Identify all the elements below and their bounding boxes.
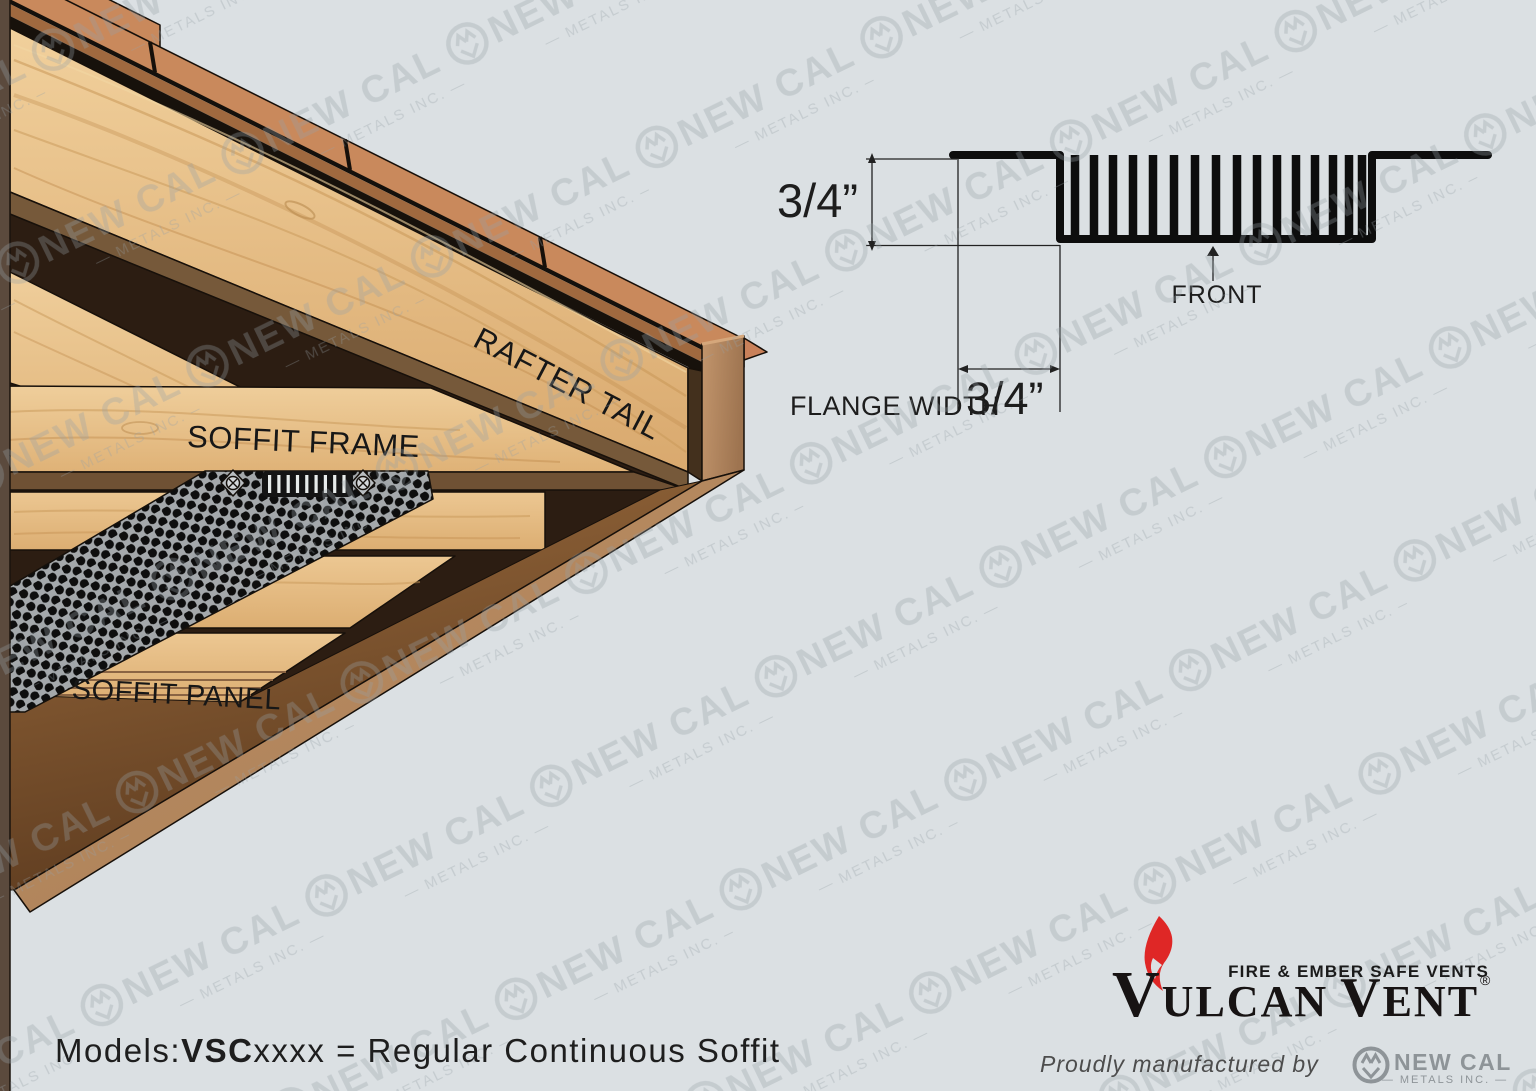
newcal-logo: NEW CAL — METALS INC. — [1352, 1046, 1512, 1086]
models-description: = Regular Continuous Soffit [325, 1032, 780, 1069]
models-prefix: Models: [55, 1032, 181, 1069]
manufacturer-footer: Proudly manufactured by NEW CAL — METALS… [1040, 1046, 1512, 1086]
brand-part1: ULCAN [1162, 977, 1328, 1026]
flame-icon [1144, 916, 1173, 991]
newcal-monogram-top [1360, 1051, 1382, 1064]
registered-mark: ® [1480, 972, 1491, 988]
newcal-logo-icon [1352, 1046, 1390, 1084]
newcal-monogram-bottom [1361, 1067, 1381, 1080]
newcal-sub: — METALS INC. — [1382, 1074, 1508, 1086]
brand-v2: V [1340, 967, 1382, 1029]
brand-tagline: FIRE & EMBER SAFE VENTS [1228, 962, 1489, 981]
manufactured-by-text: Proudly manufactured by [1040, 1051, 1319, 1077]
models-code: VSC [181, 1032, 253, 1069]
flame-notch [1150, 958, 1162, 979]
brand-initial-v: V [1112, 958, 1162, 1031]
models-caption: Models:VSCxxxx = Regular Continuous Soff… [55, 1032, 781, 1069]
models-code-x: xxxx [253, 1032, 325, 1069]
brand-part2: ENT [1383, 977, 1479, 1026]
newcal-name: NEW CAL [1394, 1049, 1512, 1075]
